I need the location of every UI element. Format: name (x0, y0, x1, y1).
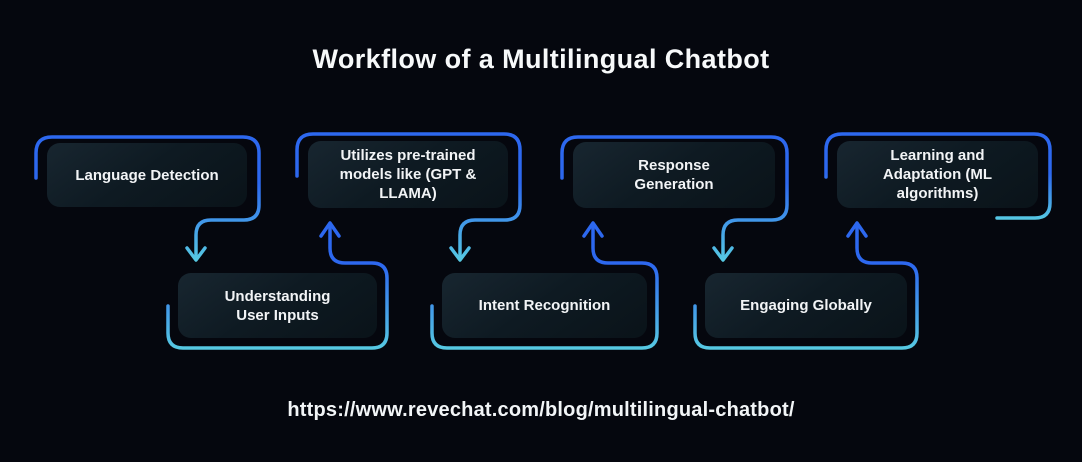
node-understanding-user-inputs: Understanding User Inputs (178, 273, 377, 338)
node-label: Response Generation (634, 157, 714, 193)
node-label: Engaging Globally (740, 297, 872, 314)
node-response-generation: Response Generation (573, 142, 775, 208)
arrow-up-icon (319, 221, 341, 238)
node-label: Utilizes pre-trained models like (GPT & … (339, 147, 477, 202)
arrow-up-icon (582, 221, 604, 238)
node-learning-and-adaptation: Learning and Adaptation (ML algorithms) (837, 141, 1038, 208)
arrow-down-icon (712, 246, 734, 262)
connector-utilizes-pretrained-models-to-intent-recognition (295, 132, 522, 262)
connector-intent-recognition-to-response-generation (430, 221, 659, 350)
node-label: Learning and Adaptation (ML algorithms) (882, 147, 993, 202)
node-engaging-globally: Engaging Globally (705, 273, 907, 338)
page-title: Workflow of a Multilingual Chatbot (312, 44, 770, 74)
arrow-down-icon (449, 246, 471, 262)
connector-language-detection-to-understanding-user-inputs (34, 135, 261, 262)
arrow-up-icon (846, 221, 868, 238)
connector-response-generation-to-engaging-globally (560, 135, 789, 262)
connector-learning-and-adaptation-outline (824, 132, 1052, 220)
source-url: https://www.revechat.com/blog/multilingu… (287, 399, 795, 421)
connector-engaging-globally-to-learning-and-adaptation (693, 221, 919, 350)
node-language-detection: Language Detection (47, 143, 247, 207)
node-utilizes-pretrained-models: Utilizes pre-trained models like (GPT & … (308, 141, 508, 208)
node-intent-recognition: Intent Recognition (442, 273, 647, 338)
node-label: Intent Recognition (478, 297, 611, 314)
node-label: Understanding User Inputs (224, 287, 331, 324)
connector-understanding-user-inputs-to-utilizes-pretrained-models (166, 221, 389, 350)
arrow-down-icon (185, 246, 207, 262)
node-label: Language Detection (75, 166, 219, 184)
